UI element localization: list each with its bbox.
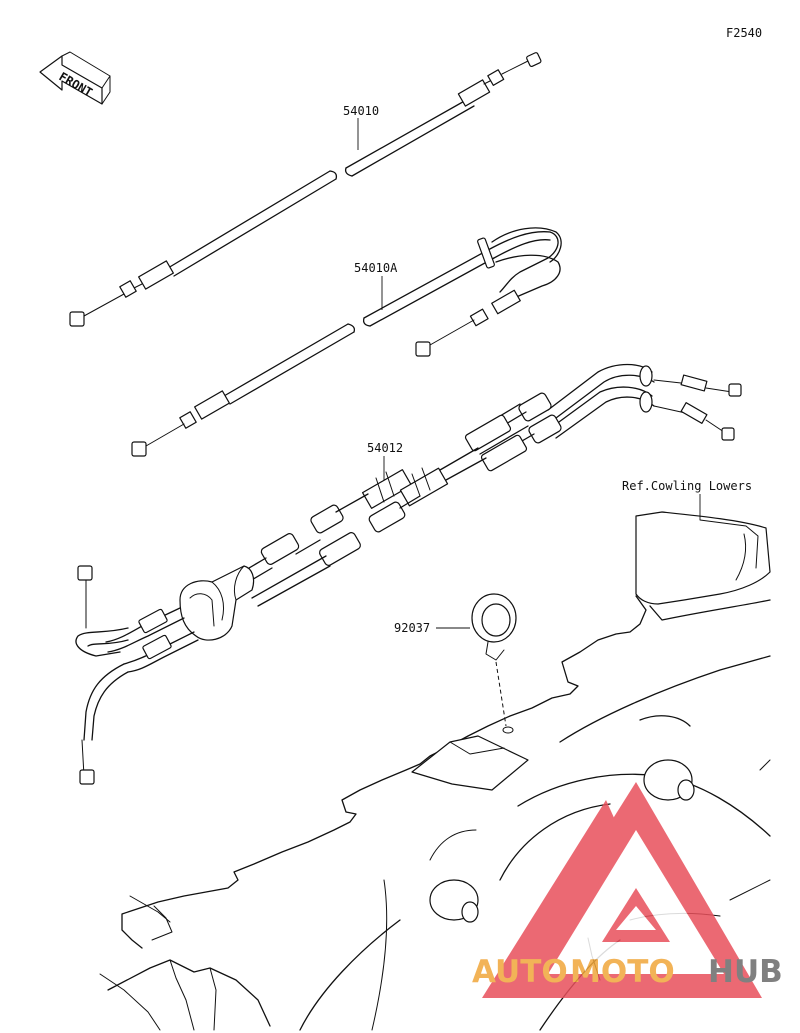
callout-54010a: 54010A bbox=[354, 261, 398, 275]
frame-outline bbox=[99, 595, 771, 1031]
callout-54010: 54010 bbox=[343, 104, 379, 118]
cable-54010a bbox=[131, 227, 562, 457]
callout-92037: 92037 bbox=[394, 621, 430, 635]
watermark-text-moto: MOTO bbox=[570, 954, 675, 990]
watermark-text-auto: AUTO bbox=[472, 954, 568, 990]
cable-54012 bbox=[75, 363, 742, 785]
automotohub-logo-watermark: AUTO MOTO HUB bbox=[472, 782, 783, 998]
cable-54010 bbox=[69, 52, 542, 327]
figure-id: F2540 bbox=[726, 26, 762, 40]
callout-54012: 54012 bbox=[367, 441, 403, 455]
ref-cowling-lowers: Ref.Cowling Lowers bbox=[622, 479, 752, 493]
ring-92037 bbox=[471, 593, 517, 661]
cowling-lowers bbox=[635, 511, 771, 605]
watermark-text-hub: HUB bbox=[708, 954, 783, 990]
front-arrow-icon: FRONT bbox=[39, 51, 111, 105]
